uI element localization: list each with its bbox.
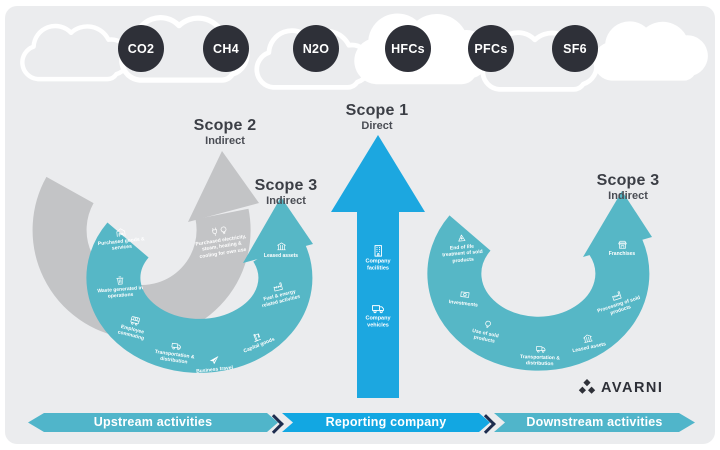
cloud-icon [596, 24, 706, 79]
gas-badge-sf6: SF6 [552, 25, 598, 72]
truck-icon [170, 339, 182, 351]
bulb-icon [481, 318, 494, 331]
upstream-item-leased-assets: Leased assets [257, 241, 305, 259]
truck-icon [535, 343, 546, 354]
scope2-heading: Scope 2 Indirect [193, 117, 257, 147]
gas-badge-hfcs: HFCs [385, 25, 431, 72]
gas-label: N2O [302, 41, 330, 56]
store-icon [617, 239, 628, 250]
gas-badge-pfcs: PFCs [468, 25, 514, 72]
upstream-item-waste: Waste generated in operations [95, 273, 145, 301]
scope2-subtitle: Indirect [205, 134, 245, 147]
avarni-wordmark: AVARNI [601, 379, 664, 396]
item-label: Leased assets [263, 252, 299, 259]
cloud-icon [22, 26, 129, 79]
upstream-item-purchased-goods: Purchased goods & services [96, 224, 146, 253]
company-facilities-icon [371, 244, 385, 258]
scope3-downstream-arrow [427, 191, 652, 371]
gas-label: SF6 [563, 41, 587, 56]
recycle-icon [455, 232, 467, 244]
scope1-title: Scope 1 [345, 102, 409, 119]
warehouse-icon [114, 226, 126, 238]
gas-badge-co2: CO2 [118, 25, 164, 72]
bank-icon [276, 241, 287, 252]
scope3-upstream-heading: Scope 3 Indirect [254, 177, 318, 207]
scope1-subtitle: Direct [361, 119, 393, 132]
scope2-title: Scope 2 [193, 117, 257, 134]
scope1-item-vehicles: Company vehicles [354, 301, 402, 330]
item-label: Company facilities [365, 258, 391, 272]
company-vehicles-icon [371, 301, 385, 315]
gas-label: PFCs [474, 41, 508, 56]
gas-label: CH4 [213, 41, 239, 56]
scope3-subtitle: Indirect [266, 194, 306, 207]
scope1-item-facilities: Company facilities [354, 244, 402, 273]
scope3-downstream-heading: Scope 3 Indirect [596, 172, 660, 202]
plane-icon [208, 354, 220, 366]
gas-badge-ch4: CH4 [203, 25, 249, 72]
gas-badge-n2o: N2O [293, 25, 339, 72]
scope3-title: Scope 3 [596, 172, 660, 189]
avarni-mark-icon [578, 379, 596, 394]
scope3-subtitle: Indirect [608, 189, 648, 202]
downstream-item-franchises: Franchises [598, 239, 646, 257]
downstream-item-end-of-life: End of life treatment of sold products [437, 231, 487, 266]
scope3-upstream-arrow [86, 197, 313, 373]
gas-label: CO2 [127, 41, 155, 56]
avarni-logo: AVARNI [578, 379, 663, 396]
downstream-item-transportation: Transportation & distribution [516, 342, 565, 368]
item-label: Company vehicles [365, 315, 391, 329]
item-label: Franchises [608, 250, 636, 257]
scope1-arrow [331, 135, 425, 398]
scope1-heading: Scope 1 Direct [345, 102, 409, 132]
gas-label: HFCs [391, 41, 425, 56]
trash-icon [114, 274, 126, 286]
cash-icon [458, 288, 470, 300]
item-label: Transportation & distribution [519, 354, 560, 368]
scope3-title: Scope 3 [254, 177, 318, 194]
